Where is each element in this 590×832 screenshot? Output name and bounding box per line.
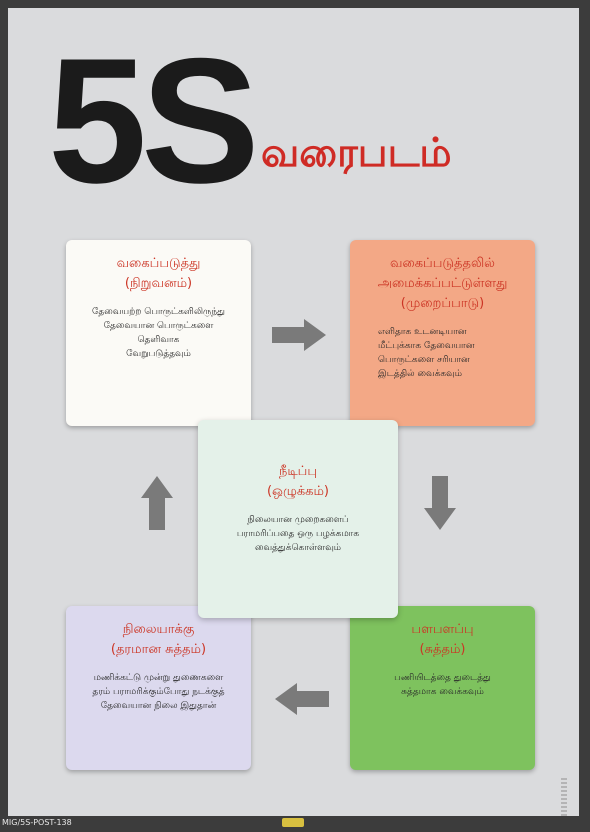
- card-set-in-order: வகைப்படுத்தலில் அமைக்கப்பட்டுள்ளது (முறை…: [350, 240, 535, 426]
- card-shine-title: பளபளப்பு (சுத்தம்): [411, 622, 474, 658]
- poster: 5S வரைபடம் வகைப்படுத்து (நிறுவனம்) தேவைய…: [8, 8, 579, 818]
- arrow-right-icon: [272, 319, 326, 351]
- side-note: [561, 778, 567, 818]
- card-sustain-desc: நிலையான முறைகளைப் பராமரிப்பதை ஒரு பழக்கம…: [236, 515, 360, 554]
- poster-heading: 5S: [48, 21, 260, 220]
- card-shine: பளபளப்பு (சுத்தம்) பணியிடத்தை துடைத்து ச…: [350, 606, 535, 770]
- publisher-logo-icon: [282, 818, 304, 827]
- card-standardize-desc: மணிக்கட்டு முன்று துணைகளை தரம் பராமரிக்க…: [92, 673, 225, 712]
- card-sort-desc: தேவையற்ற பொருட்களிலிருந்து தேவையான பொருட…: [92, 307, 225, 360]
- card-sustain-title: நீடிப்பு (ஒழுக்கம்): [266, 464, 330, 500]
- card-standardize-title: நிலையாக்கு (தரமான சுத்தம்): [110, 622, 207, 658]
- card-standardize: நிலையாக்கு (தரமான சுத்தம்) மணிக்கட்டு மு…: [66, 606, 251, 770]
- card-shine-desc: பணியிடத்தை துடைத்து சுத்தமாக வைக்கவும்: [394, 673, 491, 698]
- poster-subtitle: வரைபடம்: [261, 130, 452, 176]
- card-sustain: நீடிப்பு (ஒழுக்கம்) நிலையான முறைகளைப் பர…: [198, 420, 398, 618]
- arrow-left-icon: [275, 683, 329, 715]
- card-sort: வகைப்படுத்து (நிறுவனம்) தேவையற்ற பொருட்க…: [66, 240, 251, 426]
- arrow-up-icon: [141, 476, 173, 530]
- arrow-down-icon: [424, 476, 456, 530]
- card-set-in-order-desc: எளிதாக உடனடியான மீட்புக்காக தேவையான பொரு…: [378, 327, 475, 380]
- card-set-in-order-title: வகைப்படுத்தலில் அமைக்கப்பட்டுள்ளது (முறை…: [377, 256, 508, 312]
- card-sort-title: வகைப்படுத்து (நிறுவனம்): [116, 256, 201, 292]
- footer-code: MIG/5S-POST-138: [2, 818, 72, 827]
